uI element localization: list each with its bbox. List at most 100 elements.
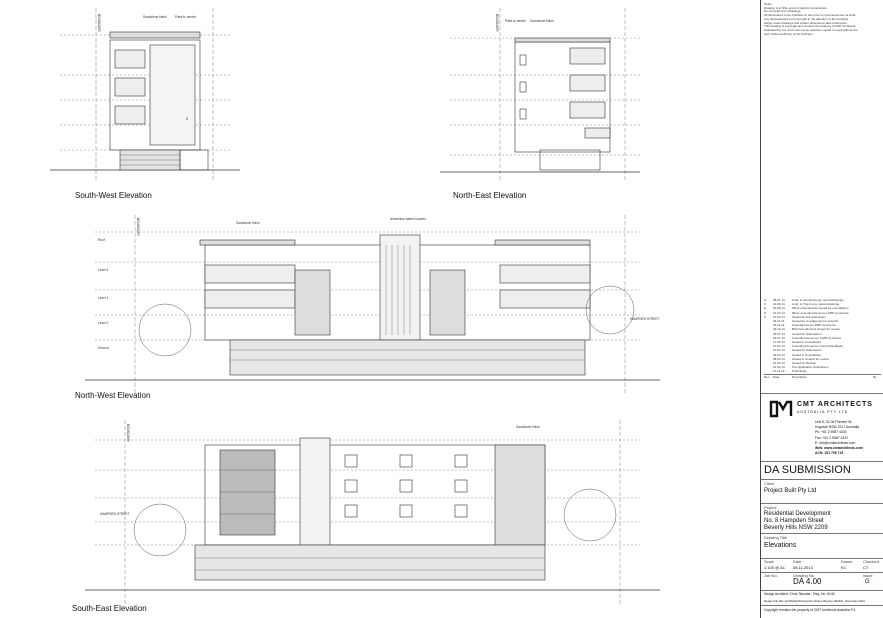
note-line: All dimensions to be checked on site pri… [764,13,857,18]
checked-label: Checked [863,559,879,564]
annotation-street-se: HAMPDEN STREET [100,512,129,516]
revision-cell: 29.07.14 [773,331,785,336]
revision-cell: Issued to Council for review [792,356,829,361]
revision-cell: D [764,310,767,315]
annotation-paint-ne: Paint to render [505,19,527,23]
notes-heading: Notes [764,2,772,6]
revision-cell: 14.02.14 [773,310,785,315]
project-name: Residential Development No. 8 Hampden St… [764,511,831,532]
revision-cell: BCA Amendments issued for review [792,327,840,332]
annotation-sandstone-ne: Sandstone finish [530,19,554,23]
view-title-sw: South-West Elevation [75,191,152,200]
drawing-no-label: Drawing No. [793,573,816,578]
view-title-se: South-East Elevation [72,604,147,613]
annotation-sandstone: Sandstone finish [143,15,167,19]
address-line: Fax: +61 2 9587 4322 [815,435,849,440]
sw-elevation: 8 [50,8,240,180]
note-line: Larger scale drawings and written dimens… [764,20,848,25]
boundary-label-se: BOUNDARY [126,424,130,443]
revision-cell: F [764,302,766,307]
revision-cell: Amendments as per Council feedback [792,344,843,349]
revision-row: 21.03.14 Issued for Review [764,361,881,365]
revision-cell: 21.03.14 [773,361,785,366]
project-line: Residential Development [764,511,831,517]
level-2: Level 2 [98,321,109,325]
level-roof: Roof [98,238,105,242]
ne-elevation [440,8,640,180]
revision-row: 03.04.14 Issued to Consultants [764,353,881,357]
revision-cell: 28.03.14 [773,356,785,361]
revision-cell: 17.06.14 [773,340,785,345]
revision-cell: G [764,298,767,302]
revision-header-cell: Description [792,374,808,379]
drawing-title: Elevations [764,542,797,549]
annotation-street-nw: HAMPDEN STREET [630,317,659,321]
revision-cell: Issued for re-lodgement to Council [792,319,838,324]
revision-cell: 03.04.14 [773,352,785,357]
revision-cell: 03.11.14 [773,323,785,328]
revision-cell: Amd. to structural eng. specs/drawings [792,298,844,302]
revision-cell: Issued for DA submission [792,314,826,319]
company-logo [769,398,793,420]
project-line: No. 8 Hampden Street [764,518,824,524]
revision-row: G 08.07.14 Amd. to structural eng. specs/d… [764,298,881,302]
annotation-battens-nw: Aluminium batten louvres [390,217,426,221]
address-line: Kogarah NSW 2217 Australia [815,425,860,430]
file-ref-line: Design File Ref: ArchiNoble/8 Hampden St… [764,599,865,603]
boundary-label-sw: BOUNDARY [97,14,101,33]
revision-header-cell: Date [773,374,780,379]
job-label: Job No. [764,573,778,578]
issue-label: Issue [863,573,873,578]
revision-cell: Issued for Submission [792,348,822,353]
note-line: This drawing is copyright and remains th… [764,24,856,29]
status-title: DA SUBMISSION [764,464,851,476]
drawn-label: Drawn [841,559,853,564]
elevations-drawing: 8 [50,8,660,605]
revision-cell: Issued for Submission [792,331,822,336]
scale-label: Scale [764,559,775,564]
issue-value: G [865,579,870,585]
address-line: ACN: 151 795 715 [815,451,844,456]
svg-text:8: 8 [186,117,188,121]
address-line: Ph: +61 2 9587 4330 [815,430,847,435]
revision-cell: Preliminary [792,369,808,374]
revision-cell: Minor amendments as per DRP comments [792,310,849,315]
company-name: CMT ARCHITECTS [797,401,873,408]
note-line: Do not scale from drawings. [764,9,802,14]
revision-cell: Pre-Application Submission [792,365,829,370]
revision-cell: Issued to Consultants [792,352,821,357]
client-label: Client [764,481,775,486]
title-block: Notes Drawing is in NSL and not valid fo… [760,0,883,618]
revision-cell: 21.02.14 [773,365,785,370]
scale-value: 1:100 @ A1 [764,565,785,570]
revision-row: 28.03.14 Issued to Council for review [764,357,881,361]
revision-cell: 10.04.14 [773,348,785,353]
revision-cell: Issued for Review [792,361,816,366]
revision-header-cell: Rev [764,374,770,379]
revision-row: D 14.02.14 Minor amendments as per DRP com… [764,311,881,315]
annotation-paint: Paint to render [175,15,197,19]
company-address: Unit 5, 32-36 Premier St, Kogarah NSW 22… [815,420,863,456]
revision-cell: 08.07.14 [773,298,785,302]
revision-cell: Minor amendments issued for consultation [792,306,849,311]
notes-block: Notes Drawing is in NSL and not valid fo… [764,2,880,36]
drawing-title-label: Drawing Title [764,535,788,540]
revision-header-cell: By [873,374,877,379]
nw-elevation [85,215,660,395]
note-line: prior written authority of the Architect… [764,31,814,36]
revision-row: 10.04.14 Issued for Submission [764,348,881,352]
date-value: 08.11.2013 [793,565,813,570]
revision-row: 29.07.14 Issued for Submission [764,332,881,336]
revision-cell [764,369,770,373]
copyright-line: Copyright remains the property of CMT Ar… [764,608,856,612]
note-line: Any discrepancies to be brought to the a… [764,16,850,21]
